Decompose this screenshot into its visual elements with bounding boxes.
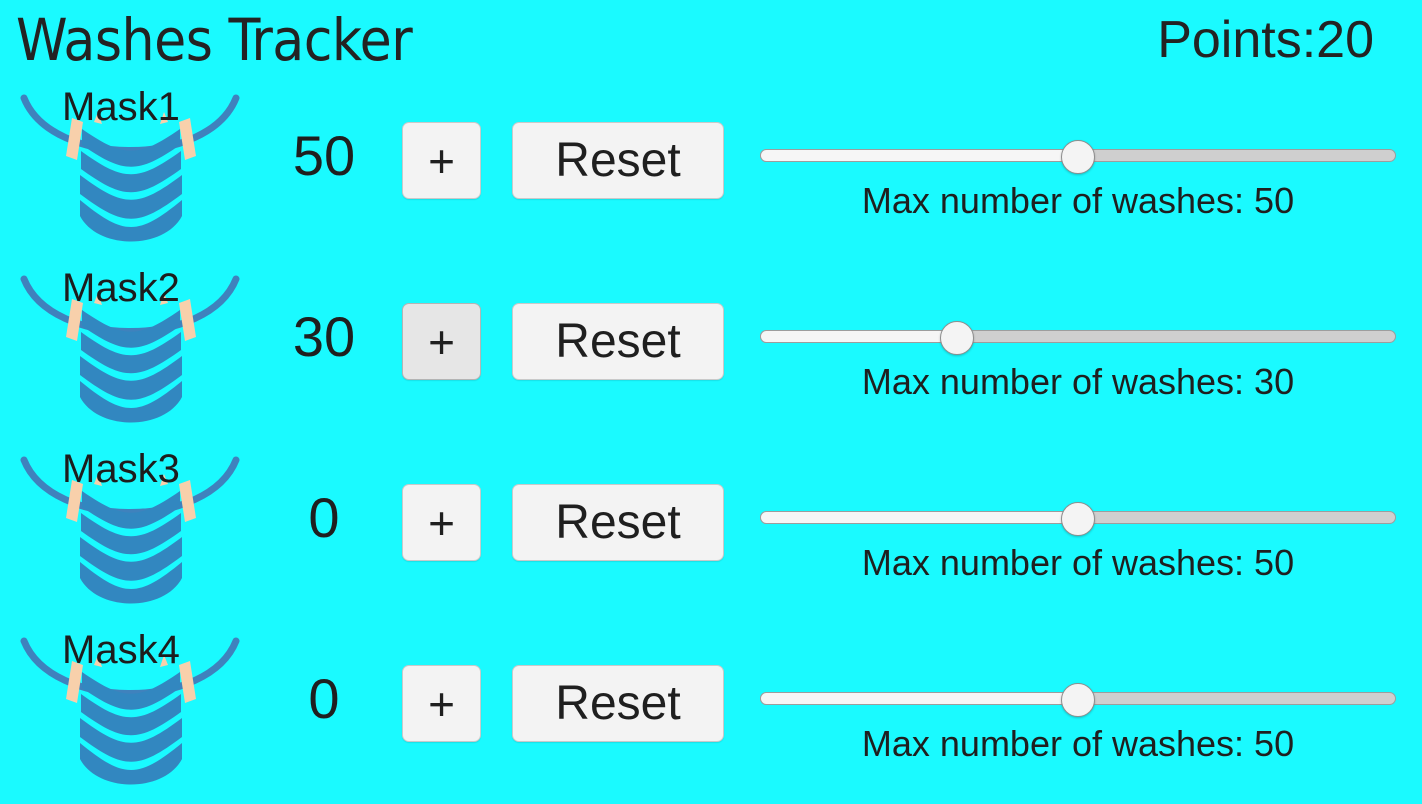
max-washes-caption: Max number of washes: 30: [861, 361, 1295, 402]
increment-button[interactable]: +: [402, 665, 481, 742]
reset-button[interactable]: Reset: [512, 484, 724, 561]
mask-row: Mask3 0 + Reset Max number of washes: 50: [0, 442, 1422, 623]
page-title: Washes Tracker: [16, 6, 413, 74]
increment-button[interactable]: +: [402, 303, 481, 380]
slider-thumb[interactable]: [1061, 502, 1095, 536]
mask-name-label: Mask3: [62, 447, 180, 491]
slider-thumb[interactable]: [940, 321, 975, 355]
slider-track-fill: [760, 149, 1078, 162]
max-washes-slider[interactable]: [760, 140, 1396, 174]
reset-button[interactable]: Reset: [512, 122, 724, 199]
max-washes-caption: Max number of washes: 50: [861, 723, 1295, 764]
slider-thumb[interactable]: [1061, 140, 1095, 174]
face-mask-icon: [14, 82, 246, 260]
face-mask-icon: [14, 263, 246, 441]
reset-button[interactable]: Reset: [512, 303, 724, 380]
slider-track-fill: [760, 330, 958, 343]
max-washes-caption: Max number of washes: 50: [861, 180, 1295, 221]
wash-count-value: 0: [308, 667, 340, 730]
max-washes-slider[interactable]: [760, 502, 1396, 536]
wash-count-value: 0: [308, 486, 340, 549]
mask-name-label: Mask4: [62, 628, 180, 672]
max-washes-slider-group: Max number of washes: 30: [760, 261, 1396, 442]
slider-track-fill: [760, 692, 1078, 705]
points-display: Points:20: [1157, 11, 1374, 69]
max-washes-slider[interactable]: [760, 683, 1396, 717]
slider-thumb[interactable]: [1061, 683, 1095, 717]
increment-button[interactable]: +: [402, 122, 481, 199]
max-washes-slider[interactable]: [760, 321, 1396, 355]
face-mask-icon: [14, 444, 246, 622]
max-washes-slider-group: Max number of washes: 50: [760, 80, 1396, 261]
wash-count-value: 50: [292, 124, 356, 187]
max-washes-slider-group: Max number of washes: 50: [760, 442, 1396, 623]
mask-row: Mask4 0 + Reset Max number of washes: 50: [0, 623, 1422, 804]
mask-name-label: Mask1: [62, 85, 180, 129]
mask-row: Mask2 30 + Reset Max number of washes: 3…: [0, 261, 1422, 442]
mask-row: Mask1 50 + Reset Max number of washes: 5…: [0, 80, 1422, 261]
increment-button[interactable]: +: [402, 484, 481, 561]
wash-count-value: 30: [292, 305, 356, 368]
app-header: Washes Tracker Points:20: [0, 0, 1422, 80]
face-mask-icon: [14, 625, 246, 803]
max-washes-caption: Max number of washes: 50: [861, 542, 1295, 583]
max-washes-slider-group: Max number of washes: 50: [760, 623, 1396, 804]
slider-track-fill: [760, 511, 1078, 524]
mask-name-label: Mask2: [62, 266, 180, 310]
reset-button[interactable]: Reset: [512, 665, 724, 742]
